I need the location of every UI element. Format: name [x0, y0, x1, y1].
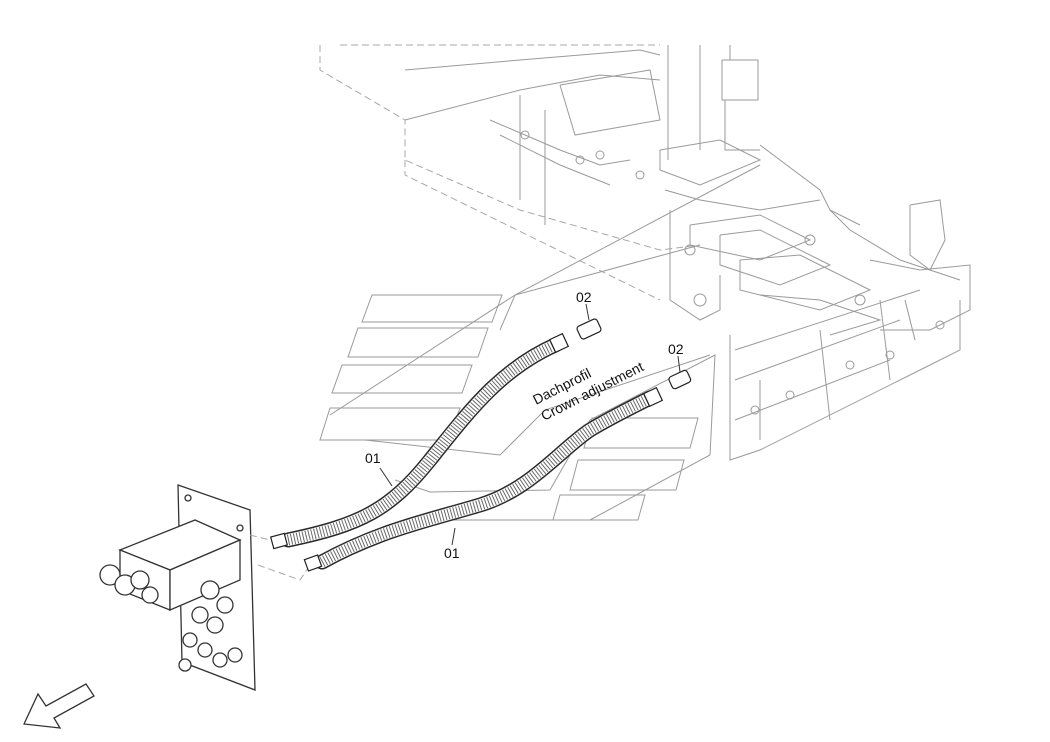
hose-upper-end-fitting	[269, 532, 289, 550]
fitting-upper	[576, 303, 602, 340]
callout-fitting-upper: 02	[576, 289, 592, 305]
hose-upper-top-fitting	[548, 332, 570, 354]
callout-hose-upper: 01	[365, 450, 381, 466]
callout-hose-lower: 01	[444, 545, 460, 561]
hose-lower-top-fitting	[642, 386, 664, 408]
hose-lower-end-fitting	[303, 554, 323, 572]
arrow-down-left-icon	[23, 683, 95, 729]
hydraulic-control-block	[99, 484, 311, 691]
fitting-lower	[668, 355, 692, 390]
hose-upper	[269, 332, 570, 550]
hose-lower	[303, 386, 664, 572]
reference-outlines	[319, 164, 761, 521]
callout-fitting-lower: 02	[668, 341, 684, 357]
machine-frame	[319, 44, 971, 461]
